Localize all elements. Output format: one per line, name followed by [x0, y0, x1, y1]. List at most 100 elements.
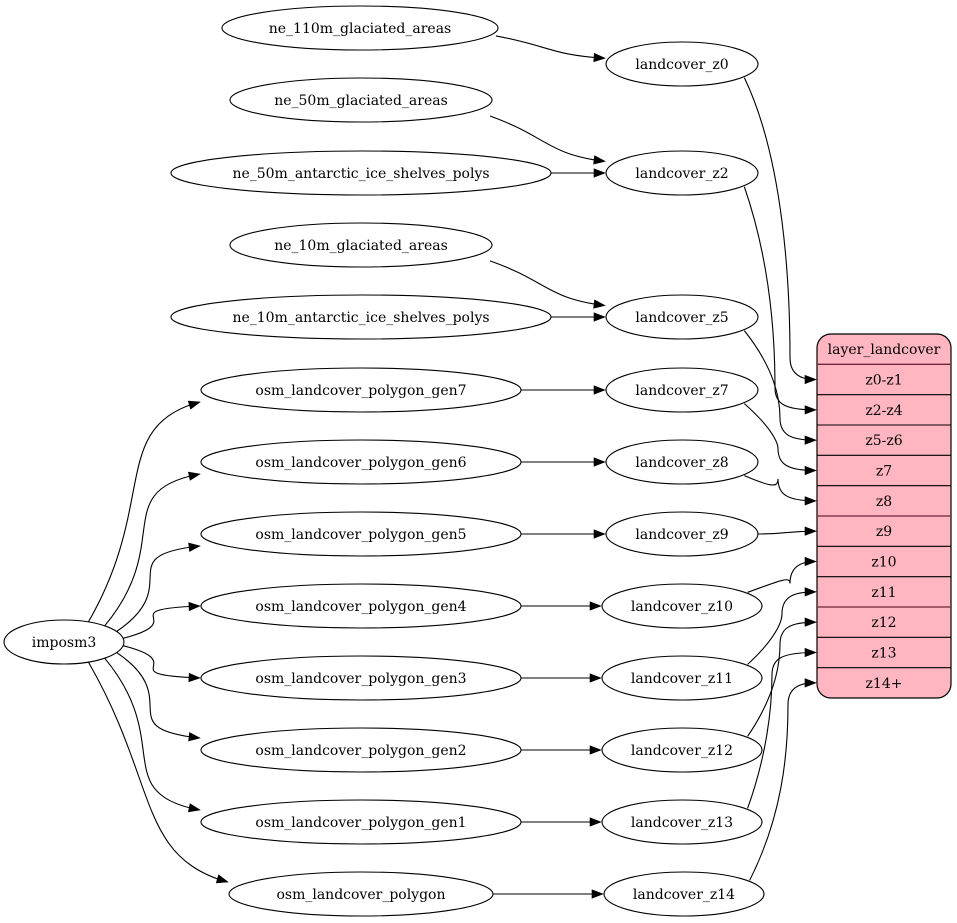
edge-ne_50m_antarctic_ice_shelves_polys-to-landcover_z2: [548, 168, 606, 178]
edge-osm_landcover_polygon_gen6-to-landcover_z8: [521, 457, 606, 467]
node-label: ne_110m_glaciated_areas: [269, 21, 451, 37]
node-label: osm_landcover_polygon_gen4: [255, 599, 466, 615]
edge-landcover_z11-to-table-row-7: [747, 587, 817, 665]
table-row-label: z13: [871, 646, 896, 662]
layer-landcover-table[interactable]: layer_landcover z0-z1 z2-z4 z5-z6 z7 z8 z9 z10 z…: [816, 333, 952, 699]
node-landcover_z8[interactable]: landcover_z8: [605, 439, 759, 485]
node-label: landcover_z13: [631, 815, 733, 831]
edge-landcover_z2-to-table-row-1: [743, 186, 817, 415]
table-row-z0-z1[interactable]: z0-z1: [817, 364, 951, 394]
edge-imposm3-to-osm_landcover_polygon_gen5: [116, 542, 201, 633]
node-ne_10m_glaciated_areas[interactable]: ne_10m_glaciated_areas: [229, 222, 493, 268]
node-landcover_z10[interactable]: landcover_z10: [601, 583, 763, 629]
table-row-z9[interactable]: z9: [817, 516, 951, 546]
table-row-z7[interactable]: z7: [817, 455, 951, 485]
edge-osm_landcover_polygon_gen3-to-landcover_z11: [521, 673, 602, 683]
edge-landcover_z5-to-table-row-2: [743, 330, 817, 445]
edge-osm_landcover_polygon-to-landcover_z14: [493, 889, 604, 899]
node-label: landcover_z10: [631, 599, 733, 615]
edge-osm_landcover_polygon_gen5-to-landcover_z9: [521, 529, 606, 539]
table-row-z11[interactable]: z11: [817, 577, 951, 607]
edges-layer: [87, 35, 817, 899]
table-row-label: z7: [876, 464, 892, 480]
edge-ne_110m_glaciated_areas-to-landcover_z0: [495, 35, 606, 63]
table-row-z2-z4[interactable]: z2-z4: [817, 395, 951, 425]
node-landcover_z5[interactable]: landcover_z5: [605, 294, 759, 340]
edge-imposm3-to-osm_landcover_polygon_gen7: [87, 400, 201, 623]
node-osm_landcover_polygon_gen5[interactable]: osm_landcover_polygon_gen5: [200, 511, 522, 557]
edge-landcover_z14-to-table-row-10: [749, 678, 817, 881]
node-label: ne_10m_antarctic_ice_shelves_polys: [232, 310, 489, 326]
edge-landcover_z10-to-table-row-6: [747, 556, 817, 593]
edge-osm_landcover_polygon_gen7-to-landcover_z7: [521, 385, 606, 395]
edge-imposm3-to-osm_landcover_polygon_gen1: [104, 657, 201, 813]
node-label: landcover_z9: [635, 527, 728, 543]
node-label: ne_10m_glaciated_areas: [274, 238, 448, 254]
node-label: landcover_z12: [631, 743, 733, 759]
node-label: landcover_z0: [635, 57, 728, 73]
node-imposm3[interactable]: imposm3: [3, 619, 125, 665]
edge-landcover_z13-to-table-row-9: [747, 647, 817, 809]
edge-osm_landcover_polygon_gen1-to-landcover_z13: [521, 817, 602, 827]
node-osm_landcover_polygon_gen4[interactable]: osm_landcover_polygon_gen4: [200, 583, 522, 629]
node-label: osm_landcover_polygon_gen6: [255, 455, 466, 471]
node-landcover_z14[interactable]: landcover_z14: [603, 871, 765, 917]
node-ne_50m_antarctic_ice_shelves_polys[interactable]: ne_50m_antarctic_ice_shelves_polys: [170, 150, 552, 196]
node-osm_landcover_polygon_gen2[interactable]: osm_landcover_polygon_gen2: [200, 727, 522, 773]
node-landcover_z12[interactable]: landcover_z12: [601, 727, 763, 773]
edge-osm_landcover_polygon_gen4-to-landcover_z10: [521, 601, 602, 611]
node-label: landcover_z5: [635, 310, 728, 326]
table-row-z14+[interactable]: z14+: [817, 668, 951, 698]
edge-ne_50m_glaciated_areas-to-landcover_z2: [489, 115, 606, 165]
table-row-label: z2-z4: [865, 403, 902, 419]
node-label: osm_landcover_polygon: [276, 887, 445, 903]
node-ne_50m_glaciated_areas[interactable]: ne_50m_glaciated_areas: [229, 77, 493, 123]
edge-landcover_z7-to-table-row-3: [743, 403, 817, 476]
node-osm_landcover_polygon_gen1[interactable]: osm_landcover_polygon_gen1: [200, 799, 522, 845]
node-landcover_z11[interactable]: landcover_z11: [601, 655, 763, 701]
node-label: osm_landcover_polygon_gen3: [255, 671, 466, 687]
node-landcover_z9[interactable]: landcover_z9: [605, 511, 759, 557]
edge-imposm3-to-osm_landcover_polygon_gen6: [104, 471, 201, 627]
node-osm_landcover_polygon_gen7[interactable]: osm_landcover_polygon_gen7: [200, 367, 522, 413]
node-ne_110m_glaciated_areas[interactable]: ne_110m_glaciated_areas: [221, 5, 499, 51]
edge-landcover_z8-to-table-row-4: [744, 475, 817, 506]
node-landcover_z7[interactable]: landcover_z7: [605, 367, 759, 413]
edge-imposm3-to-osm_landcover_polygon_gen2: [116, 651, 201, 742]
table-row-label: z12: [871, 615, 896, 631]
table-row-label: z5-z6: [865, 433, 902, 449]
node-landcover_z13[interactable]: landcover_z13: [601, 799, 763, 845]
table-row-z5-z6[interactable]: z5-z6: [817, 425, 951, 455]
node-label: ne_50m_glaciated_areas: [274, 93, 448, 109]
table-row-z12[interactable]: z12: [817, 607, 951, 637]
node-osm_landcover_polygon_gen3[interactable]: osm_landcover_polygon_gen3: [200, 655, 522, 701]
table-row-z13[interactable]: z13: [817, 637, 951, 667]
edge-imposm3-to-osm_landcover_polygon_gen4: [122, 601, 201, 639]
edge-imposm3-to-osm_landcover_polygon_gen3: [122, 645, 201, 683]
node-landcover_z2[interactable]: landcover_z2: [605, 150, 759, 196]
table-row-label: z0-z1: [865, 373, 902, 389]
node-label: ne_50m_antarctic_ice_shelves_polys: [232, 166, 489, 182]
node-label: landcover_z2: [635, 166, 728, 182]
table-row-z10[interactable]: z10: [817, 546, 951, 576]
node-osm_landcover_polygon[interactable]: osm_landcover_polygon: [228, 871, 494, 917]
node-osm_landcover_polygon_gen6[interactable]: osm_landcover_polygon_gen6: [200, 439, 522, 485]
node-label: osm_landcover_polygon_gen5: [255, 527, 466, 543]
edge-ne_10m_glaciated_areas-to-landcover_z5: [489, 260, 606, 309]
node-label: landcover_z11: [631, 671, 733, 687]
node-label: landcover_z14: [633, 887, 735, 903]
node-label: osm_landcover_polygon_gen2: [255, 743, 466, 759]
layer-landcover-title: layer_landcover: [828, 342, 941, 358]
node-ne_10m_antarctic_ice_shelves_polys[interactable]: ne_10m_antarctic_ice_shelves_polys: [170, 294, 552, 340]
edge-osm_landcover_polygon_gen2-to-landcover_z12: [521, 745, 602, 755]
table-row-label: z11: [871, 585, 896, 601]
node-label: osm_landcover_polygon_gen7: [255, 383, 466, 399]
edge-landcover_z12-to-table-row-8: [747, 617, 817, 737]
table-row-label: z9: [876, 524, 892, 540]
node-landcover_z0[interactable]: landcover_z0: [605, 41, 759, 87]
edge-landcover_z0-to-table-row-0: [743, 77, 817, 385]
table-row-z8[interactable]: z8: [817, 486, 951, 516]
node-label: osm_landcover_polygon_gen1: [255, 815, 466, 831]
